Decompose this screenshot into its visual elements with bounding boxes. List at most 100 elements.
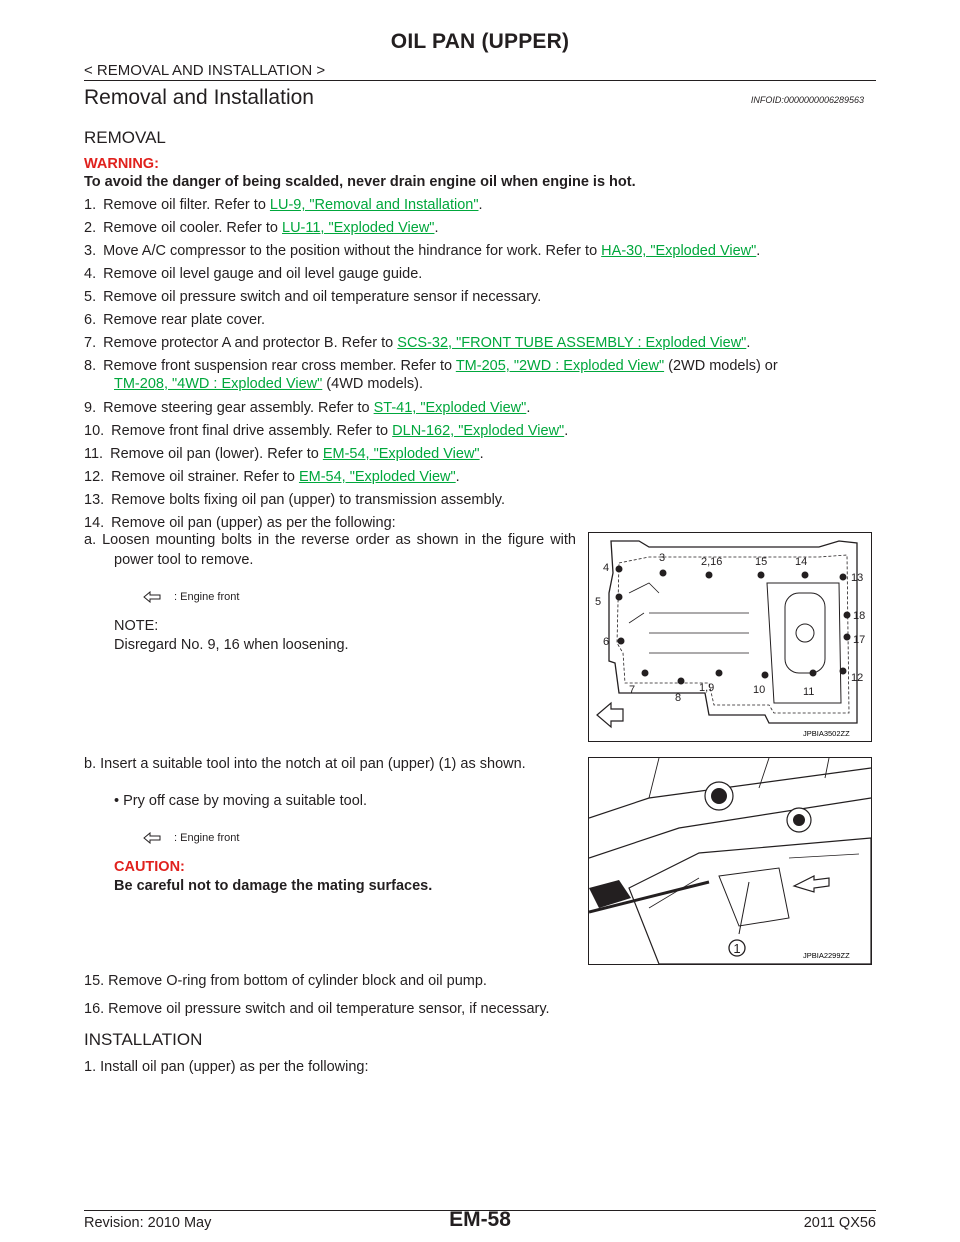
reference-link[interactable]: LU-11, "Exploded View" [282, 220, 435, 236]
step-text: Remove oil pressure switch and oil tempe… [103, 289, 542, 305]
engine-front-legend-a: : Engine front [142, 591, 239, 603]
step-number: 14. [84, 515, 105, 531]
removal-step: 2. Remove oil cooler. Refer to LU-11, "Ex… [84, 219, 438, 238]
step-text: Remove rear plate cover. [103, 312, 266, 328]
legend-text: : Engine front [174, 832, 240, 844]
engine-front-legend-b: : Engine front [142, 832, 239, 844]
reference-link[interactable]: ST-41, "Exploded View" [373, 400, 527, 416]
bolt-label: 2,16 [701, 556, 722, 568]
bolt-label: 10 [753, 684, 765, 696]
step-text-tail: . [455, 469, 460, 485]
removal-step: 3.Move A/C compressor to the position wi… [84, 242, 760, 261]
bolt-label: 6 [603, 636, 609, 648]
legend-text: : Engine front [174, 591, 240, 603]
step-number: 9. [84, 400, 97, 416]
removal-step: 8.Remove front suspension rear cross mem… [84, 357, 778, 376]
revision: Revision: 2010 May [84, 1215, 212, 1231]
step-text-tail: . [478, 197, 483, 213]
page-title: OIL PAN (UPPER) [390, 30, 570, 53]
step-number: 10. [84, 423, 105, 439]
header-rule [84, 80, 876, 81]
bolt-label: 17 [853, 634, 865, 646]
bolt-label: 1,9 [699, 682, 714, 694]
bolt-label: 12 [851, 672, 863, 684]
reference-link[interactable]: DLN-162, "Exploded View" [392, 423, 565, 439]
removal-step: 7. Remove protector A and protector B. Re… [84, 334, 750, 353]
removal-step: 12. Remove oil strainer. Refer to EM-54, … [84, 468, 460, 487]
substep-b-text: b. Insert a suitable tool into the notch… [84, 756, 526, 772]
removal-step: 14.Remove oil pan (upper) as per the fol… [84, 514, 396, 533]
step-text: Remove oil pan (lower). Refer to [110, 446, 323, 462]
note-label: NOTE: [114, 618, 159, 634]
bolt-label: 4 [603, 562, 609, 574]
step-text: Remove steering gear assembly. Refer to [103, 400, 374, 416]
warning-label: WARNING: [84, 156, 159, 172]
step-number: 7. [84, 335, 97, 351]
reference-link[interactable]: HA-30, "Exploded View" [601, 243, 757, 259]
reference-link[interactable]: EM-54, "Exploded View" [322, 446, 480, 462]
bolt-label: 14 [795, 556, 807, 568]
bolt-label: 8 [675, 692, 681, 704]
warning-text: To avoid the danger of being scalded, ne… [84, 174, 636, 190]
reference-link[interactable]: SCS-32, "FRONT TUBE ASSEMBLY : Exploded … [397, 335, 747, 351]
removal-step: 11.Remove oil pan (lower). Refer to EM-5… [84, 445, 484, 464]
step-text: Move A/C compressor to the position with… [103, 243, 602, 259]
reference-link[interactable]: TM-205, "2WD : Exploded View" [455, 358, 665, 374]
step-text: Remove oil level gauge and oil level gau… [103, 266, 423, 282]
step-15: 15. Remove O-ring from bottom of cylinde… [84, 973, 487, 989]
breadcrumb: < REMOVAL AND INSTALLATION > [84, 62, 326, 79]
step-text: Remove bolts fixing oil pan (upper) to t… [111, 492, 505, 508]
step-text-tail: . [479, 446, 484, 462]
info-id: INFOID:0000000006289563 [750, 95, 864, 105]
substep-a-text: a. Loosen mounting bolts in the reverse … [84, 532, 576, 568]
engine-front-arrow-icon [143, 591, 161, 603]
step-text-tail: . [564, 423, 569, 439]
step-text: Remove front final drive assembly. Refer… [111, 423, 393, 439]
reference-link[interactable]: TM-208, "4WD : Exploded View" [114, 376, 323, 392]
install-step-1: 1. Install oil pan (upper) as per the fo… [84, 1059, 369, 1075]
step-text: Remove oil cooler. Refer to [103, 220, 283, 236]
bolt-markers [615, 565, 851, 685]
step-text-tail: (4WD models). [322, 376, 423, 392]
caution-label: CAUTION: [114, 859, 185, 875]
reference-link[interactable]: LU-9, "Removal and Installation" [269, 197, 479, 213]
figure-code: JPBIA3502ZZ [803, 729, 850, 738]
bolt-label: 15 [755, 556, 767, 568]
bolt-label: 11 [803, 686, 814, 698]
removal-step: 5. Remove oil pressure switch and oil tem… [84, 288, 541, 307]
bolt-label: 3 [659, 552, 665, 564]
removal-step: 6. Remove rear plate cover. [84, 311, 265, 330]
step-number: 2. [84, 220, 97, 236]
removal-step: 4. Remove oil level gauge and oil level g… [84, 265, 422, 284]
footer-rule [84, 1210, 876, 1211]
substep-b-bullet: • Pry off case by moving a suitable tool… [114, 793, 368, 809]
step-text: Remove oil filter. Refer to [103, 197, 270, 213]
step-number: 12. [84, 469, 105, 485]
figure-code: JPBIA2299ZZ [803, 951, 850, 960]
step-text-tail: (2WD models) or [664, 358, 778, 374]
step-text-tail: . [746, 335, 751, 351]
step-16: 16. Remove oil pressure switch and oil t… [84, 1001, 550, 1017]
step-text-tail: . [434, 220, 439, 236]
step-text: Remove oil strainer. Refer to [111, 469, 299, 485]
step-text-tail: . [526, 400, 531, 416]
step-number: 6. [84, 312, 97, 328]
engine-front-arrow-icon [596, 701, 624, 729]
step-text: Remove front suspension rear cross membe… [103, 358, 456, 374]
reference-link[interactable]: EM-54, "Exploded View" [298, 469, 456, 485]
step-number: 5. [84, 289, 97, 305]
note-text: Disregard No. 9, 16 when loosening. [114, 637, 349, 653]
caution-text: Be careful not to damage the mating surf… [114, 878, 433, 894]
removal-step: 13. Remove bolts fixing oil pan (upper) t… [84, 491, 505, 510]
step-number: 4. [84, 266, 97, 282]
step-number: 13. [84, 492, 105, 508]
removal-step: 9. Remove steering gear assembly. Refer t… [84, 399, 530, 418]
removal-heading: REMOVAL [84, 128, 166, 147]
removal-step: 1. Remove oil filter. Refer to LU-9, "Rem… [84, 196, 483, 215]
step-number: 1. [84, 197, 97, 213]
oil-pan-bolt-figure: 3 2,16 15 14 4 13 5 18 6 17 12 7 8 1,9 1… [588, 532, 872, 742]
pry-tool-figure: 1 JPBIA2299ZZ [588, 757, 872, 965]
callout-label: 1 [733, 941, 740, 956]
step-text: Remove protector A and protector B. Refe… [103, 335, 398, 351]
section-title: Removal and Installation [84, 86, 314, 109]
